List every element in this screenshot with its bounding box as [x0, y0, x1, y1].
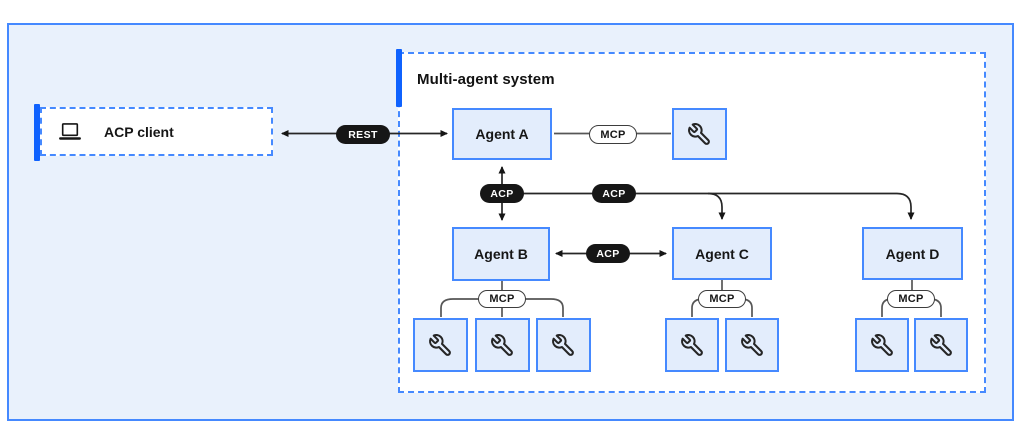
tool-node-agent-b-3 [536, 318, 591, 372]
mcp-protocol-pill-agent-d: MCP [887, 290, 935, 308]
tool-node-agent-c-1 [665, 318, 719, 372]
tool-node-agent-c-2 [725, 318, 779, 372]
multi-agent-accent-bar [396, 49, 402, 107]
tool-node-agent-b-1 [413, 318, 468, 372]
agent-a-node: Agent A [452, 108, 552, 160]
tool-node-agent-d-2 [914, 318, 968, 372]
fan-b-right [524, 298, 564, 317]
edge-agent-a-agent-c [707, 192, 726, 220]
acp-protocol-pill-vertical: ACP [480, 184, 524, 203]
agent-b-node: Agent B [452, 227, 550, 281]
acp-protocol-pill-b-c: ACP [586, 244, 630, 263]
acp-client-label: ACP client [104, 123, 174, 140]
laptop-icon [56, 119, 84, 145]
client-accent-bar [34, 104, 40, 161]
wrench-icon [870, 333, 895, 358]
multi-agent-system-title: Multi-agent system [417, 71, 555, 88]
rest-protocol-pill: REST [336, 125, 390, 144]
agent-a-label: Agent A [475, 126, 529, 142]
mcp-protocol-pill-agent-a: MCP [589, 125, 637, 144]
acp-protocol-pill-horizontal: ACP [592, 184, 636, 203]
agent-c-node: Agent C [672, 227, 772, 280]
wrench-icon [428, 333, 453, 358]
wrench-icon [680, 333, 705, 358]
agent-d-label: Agent D [885, 245, 940, 262]
tool-node-agent-a [672, 108, 727, 160]
agent-d-node: Agent D [862, 227, 963, 280]
edge-agent-a-agent-d [502, 192, 915, 220]
wrench-icon [687, 122, 712, 147]
wrench-icon [490, 333, 515, 358]
wrench-icon [740, 333, 765, 358]
fan-b-left [440, 298, 480, 317]
acp-client-node: ACP client [40, 107, 273, 156]
wrench-icon [551, 333, 576, 358]
tool-node-agent-b-2 [475, 318, 530, 372]
wrench-icon [929, 333, 954, 358]
agent-c-label: Agent C [695, 245, 749, 262]
agent-b-label: Agent B [474, 246, 528, 262]
mcp-protocol-pill-agent-b: MCP [478, 290, 526, 308]
tool-node-agent-d-1 [855, 318, 909, 372]
mcp-protocol-pill-agent-c: MCP [698, 290, 746, 308]
